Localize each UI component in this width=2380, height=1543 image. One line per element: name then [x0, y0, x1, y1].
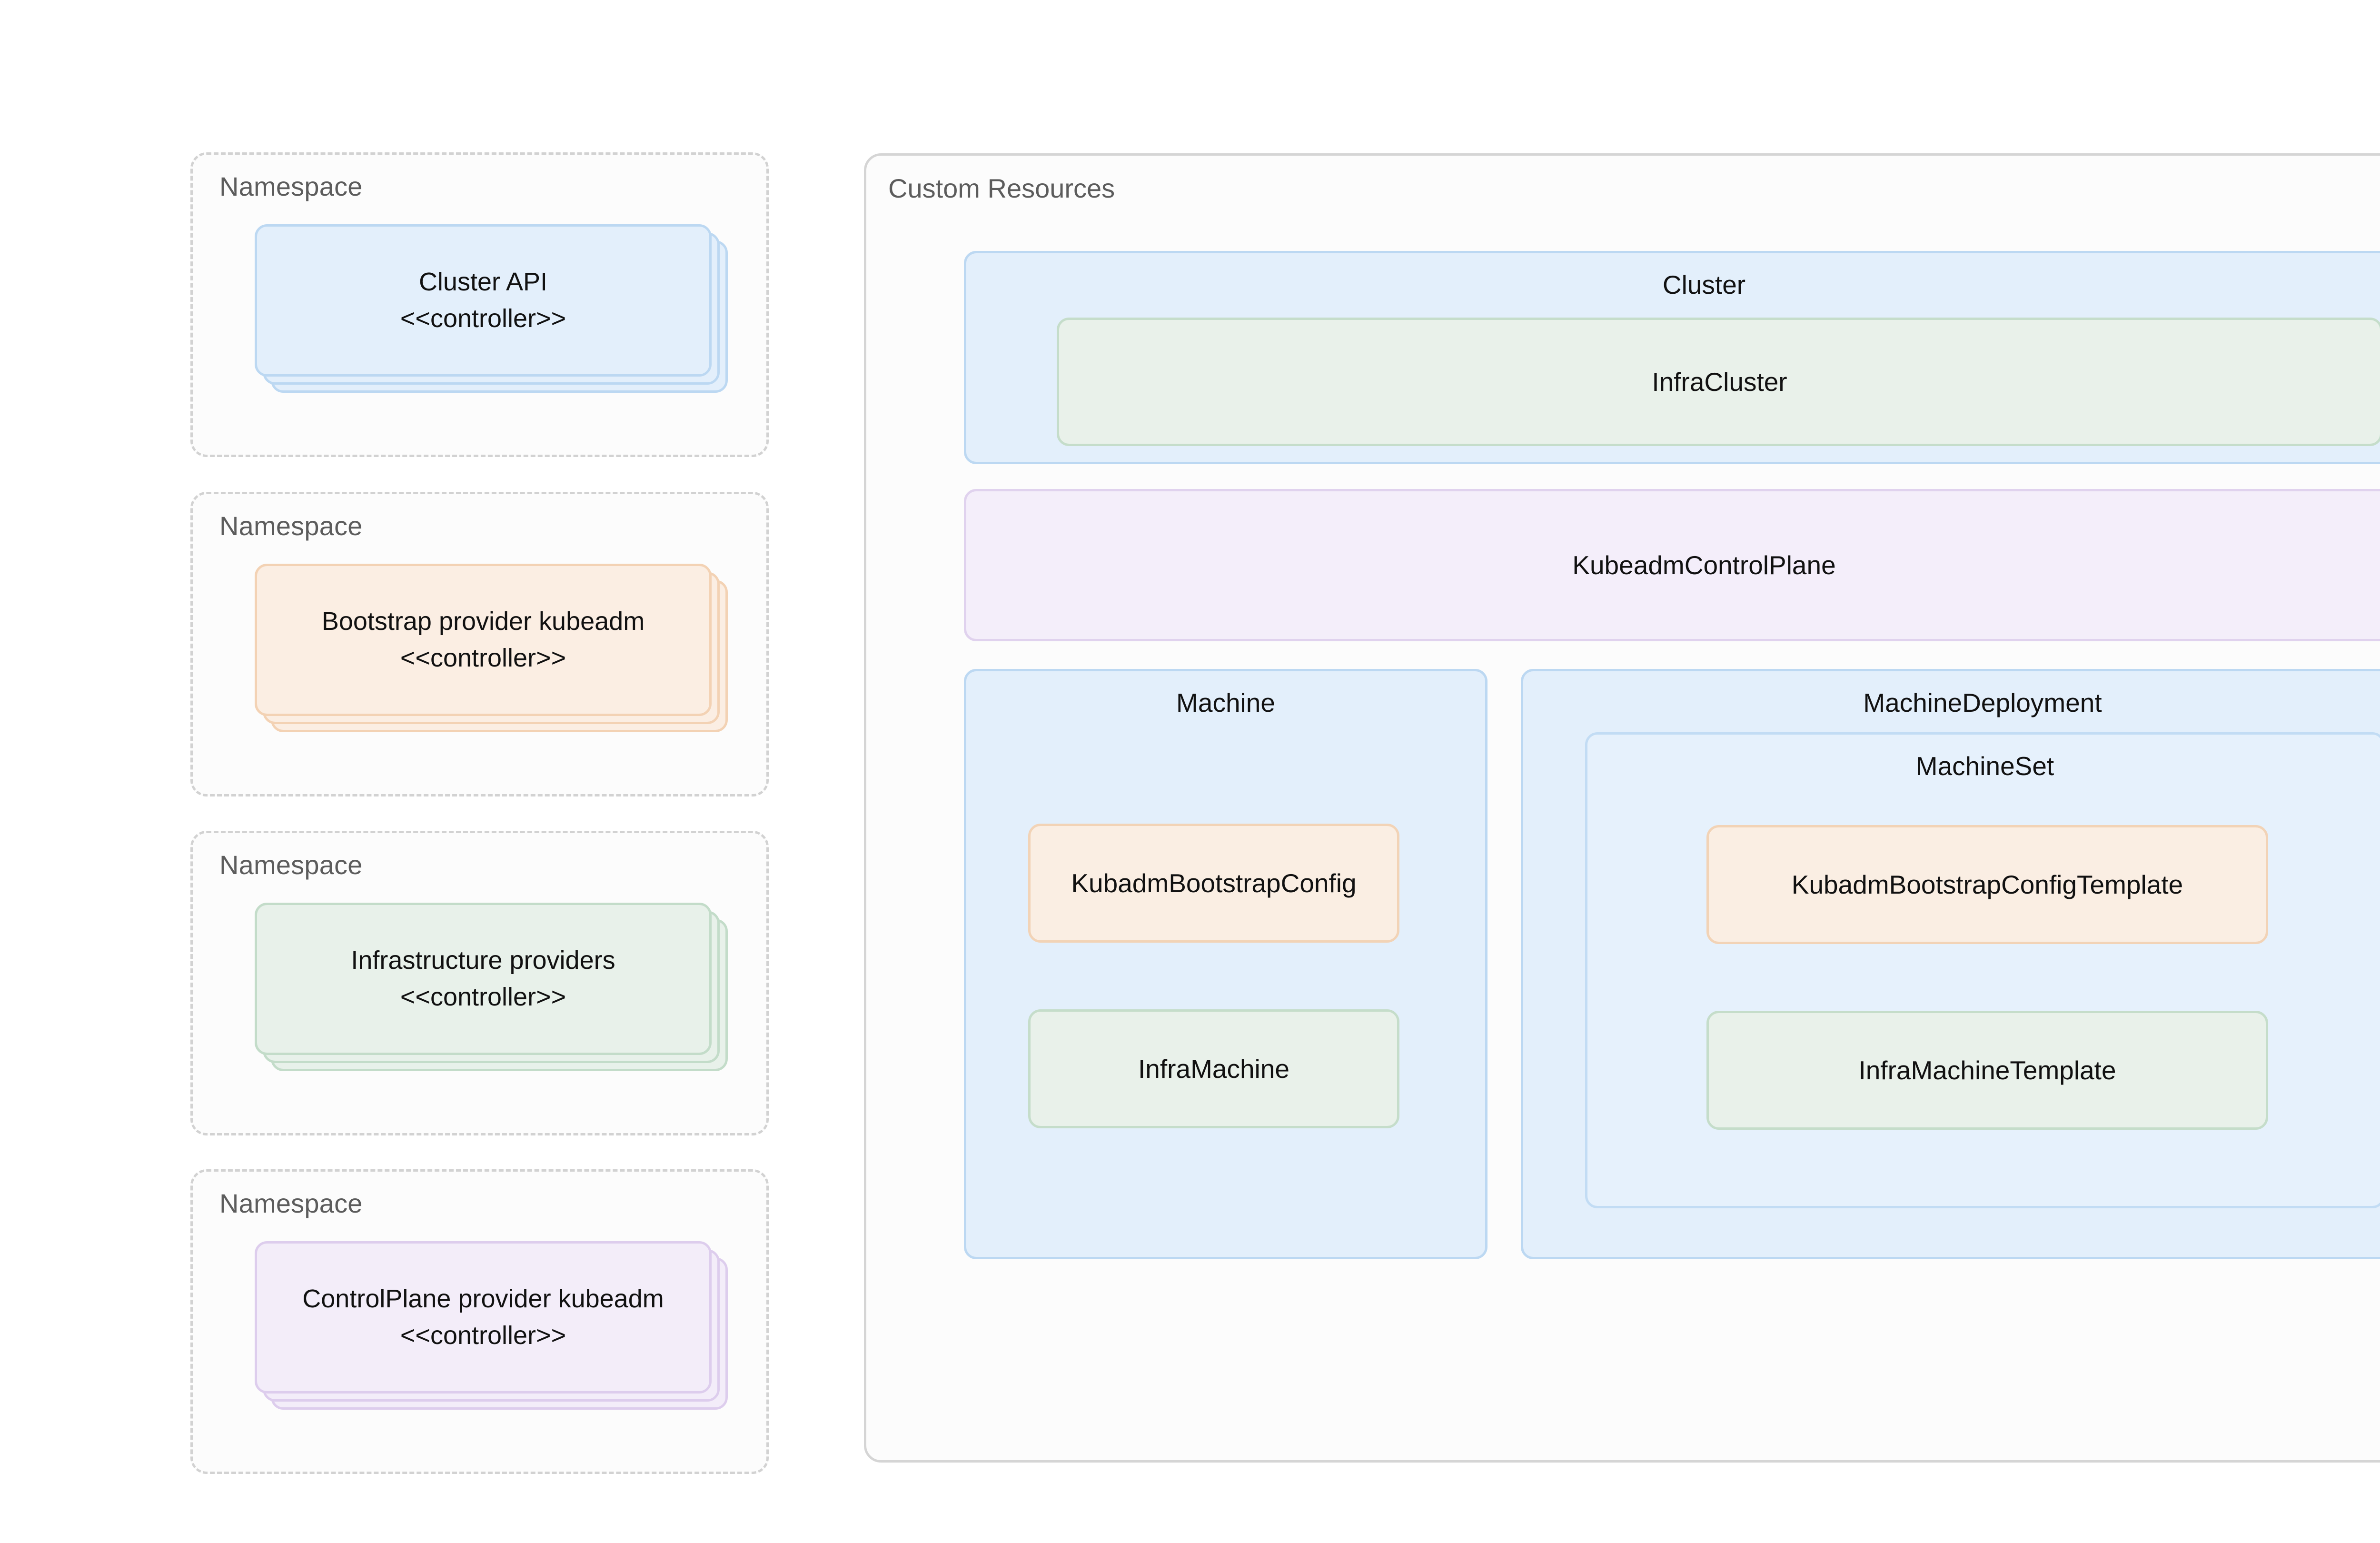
card-layer-front [255, 1241, 712, 1394]
card-layer-front [255, 224, 712, 377]
controller-card-bootstrap-provider: Bootstrap provider kubeadm <<controller>… [255, 564, 728, 732]
controller-card-infrastructure-providers: Infrastructure providers <<controller>> [255, 903, 728, 1071]
component-name: ControlPlane provider kubeadm [302, 1284, 664, 1314]
machineset-box: MachineSet KubadmBootstrapConfigTemplate… [1585, 732, 2380, 1208]
inframachine-box: InfraMachine [1028, 1009, 1399, 1128]
namespace-label: Namespace [219, 511, 363, 541]
machineset-title: MachineSet [1915, 751, 2054, 781]
machine-box: Machine KubadmBootstrapConfig InfraMachi… [964, 669, 1488, 1259]
inframachinetemplate-title: InfraMachineTemplate [1858, 1055, 2116, 1085]
controller-card-caption: Cluster API <<controller>> [255, 224, 712, 377]
namespace-label: Namespace [219, 171, 363, 201]
component-name: Infrastructure providers [351, 946, 615, 975]
infracluster-title: InfraCluster [1652, 367, 1787, 397]
controller-card-caption: Infrastructure providers <<controller>> [255, 903, 712, 1055]
kubeadmcontrolplane-title: KubeadmControlPlane [1572, 550, 1836, 580]
machinedeployment-title: MachineDeployment [1863, 688, 2102, 717]
namespace-label: Namespace [219, 1188, 363, 1218]
component-name: Bootstrap provider kubeadm [321, 607, 645, 636]
controller-card-caption: ControlPlane provider kubeadm <<controll… [255, 1241, 712, 1394]
custom-resources-label: Custom Resources [888, 173, 1115, 203]
card-layer-front [255, 903, 712, 1055]
controller-card-controlplane-provider: ControlPlane provider kubeadm <<controll… [255, 1241, 728, 1410]
kubadmbootstrapconfigtemplate-box: KubadmBootstrapConfigTemplate [1706, 825, 2268, 944]
custom-resources-panel: Custom Resources Cluster InfraCluster Ku… [864, 153, 2380, 1463]
controller-card-cluster-api: Cluster API <<controller>> [255, 224, 728, 393]
namespace-frame-cluster-api: Namespace Cluster API <<controller>> [190, 152, 769, 457]
component-stereotype: <<controller>> [400, 304, 566, 333]
cluster-title: Cluster [1662, 270, 1746, 299]
component-stereotype: <<controller>> [400, 983, 566, 1011]
namespace-frame-infrastructure-providers: Namespace Infrastructure providers <<con… [190, 831, 769, 1135]
component-stereotype: <<controller>> [400, 1321, 566, 1350]
controller-card-caption: Bootstrap provider kubeadm <<controller>… [255, 564, 712, 716]
namespace-frame-bootstrap-provider: Namespace Bootstrap provider kubeadm <<c… [190, 492, 769, 796]
machine-title: Machine [1176, 688, 1275, 717]
inframachine-title: InfraMachine [1138, 1054, 1289, 1084]
kubeadmcontrolplane-box: KubeadmControlPlane [964, 489, 2380, 641]
component-name: Cluster API [418, 268, 548, 297]
namespace-frame-controlplane-provider: Namespace ControlPlane provider kubeadm … [190, 1169, 769, 1474]
namespace-label: Namespace [219, 850, 363, 880]
inframachinetemplate-box: InfraMachineTemplate [1706, 1011, 2268, 1130]
kubadmbootstrapconfigtemplate-title: KubadmBootstrapConfigTemplate [1791, 870, 2183, 899]
cluster-box: Cluster InfraCluster [964, 251, 2380, 464]
machinedeployment-box: MachineDeployment MachineSet KubadmBoots… [1521, 669, 2380, 1259]
component-stereotype: <<controller>> [400, 644, 566, 672]
kubadmbootstrapconfig-box: KubadmBootstrapConfig [1028, 824, 1399, 943]
infracluster-box: InfraCluster [1057, 318, 2380, 446]
card-layer-front [255, 564, 712, 716]
kubadmbootstrapconfig-title: KubadmBootstrapConfig [1071, 868, 1357, 898]
